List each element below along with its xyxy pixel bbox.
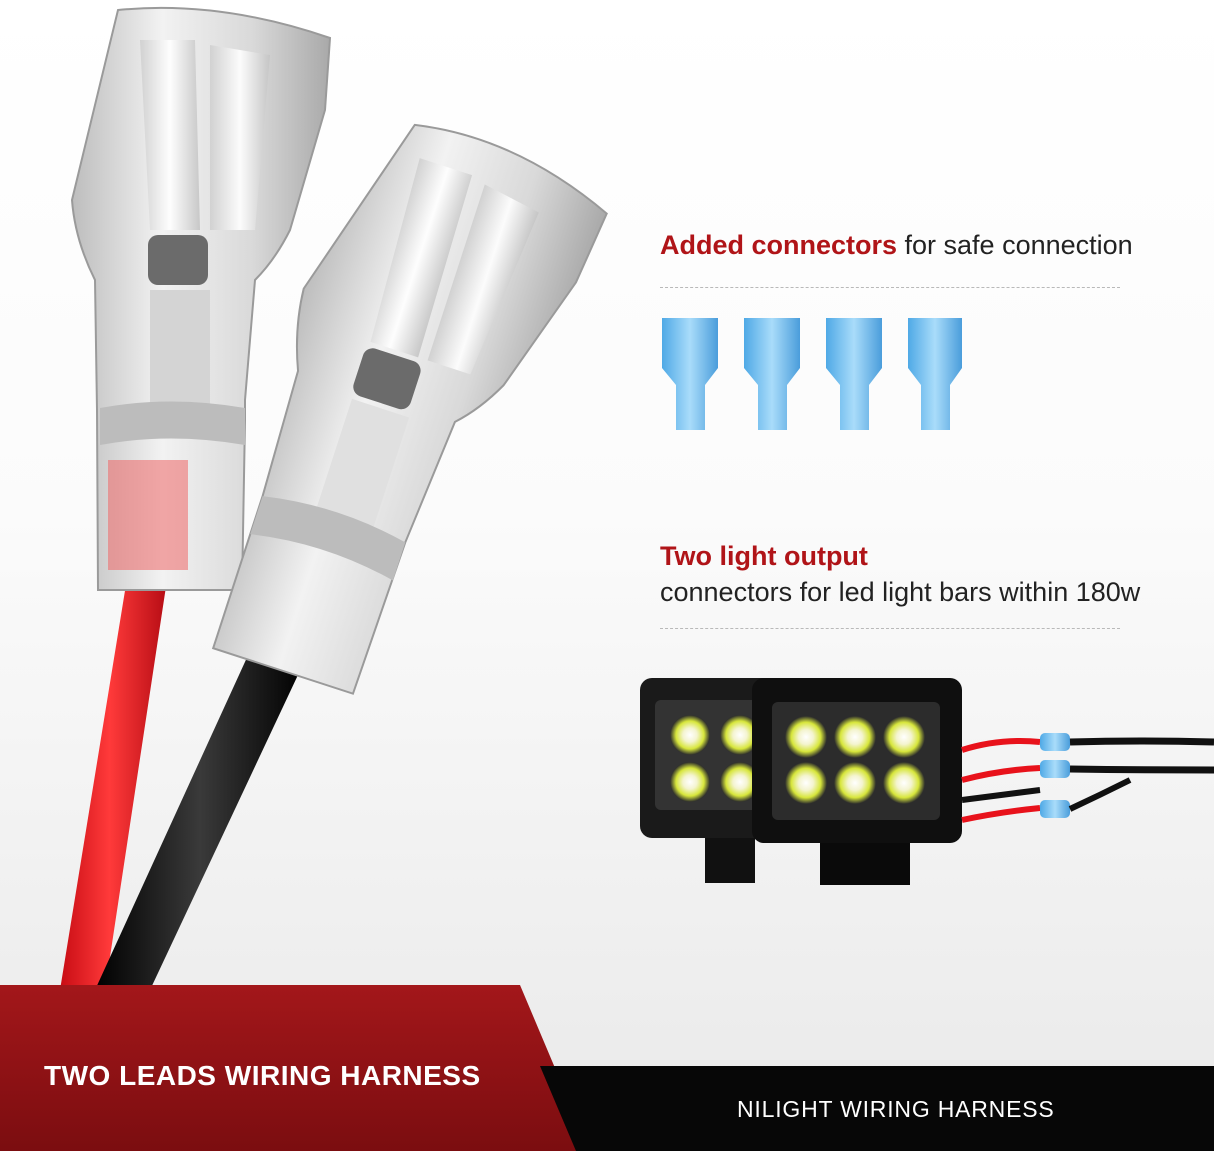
- banner-red-panel: [0, 985, 590, 1151]
- spade-terminal-connector-red: [70, 6, 332, 591]
- feature-2-highlight: Two light output: [660, 541, 868, 571]
- banner-title: TWO LEADS WIRING HARNESS: [44, 1060, 481, 1091]
- feature-1-highlight: Added connectors: [660, 230, 898, 260]
- black-wire: [95, 640, 305, 990]
- red-wire: [60, 560, 170, 990]
- blue-insulated-connector-icon: [908, 318, 962, 430]
- banner-brand: NILIGHT WIRING HARNESS: [737, 1096, 1055, 1122]
- feature-2-text: connectors for led light bars within 180…: [660, 577, 1141, 607]
- blue-insulated-connector-icon: [662, 318, 718, 430]
- led-light-bar-front: [752, 678, 962, 885]
- divider-1: [660, 287, 1120, 288]
- feature-added-connectors: Added connectors for safe connection: [660, 230, 1133, 261]
- blue-connectors: [662, 318, 962, 430]
- feature-two-light-output: Two light output connectors for led ligh…: [660, 538, 1140, 610]
- spade-terminal-connector-black: [211, 123, 608, 695]
- feature-1-text: for safe connection: [897, 230, 1133, 260]
- banner-black-panel: [540, 1066, 1214, 1151]
- light-bar-wiring: [961, 733, 1214, 823]
- blue-insulated-connector-icon: [826, 318, 882, 430]
- divider-2: [660, 628, 1120, 629]
- blue-insulated-connector-icon: [744, 318, 800, 430]
